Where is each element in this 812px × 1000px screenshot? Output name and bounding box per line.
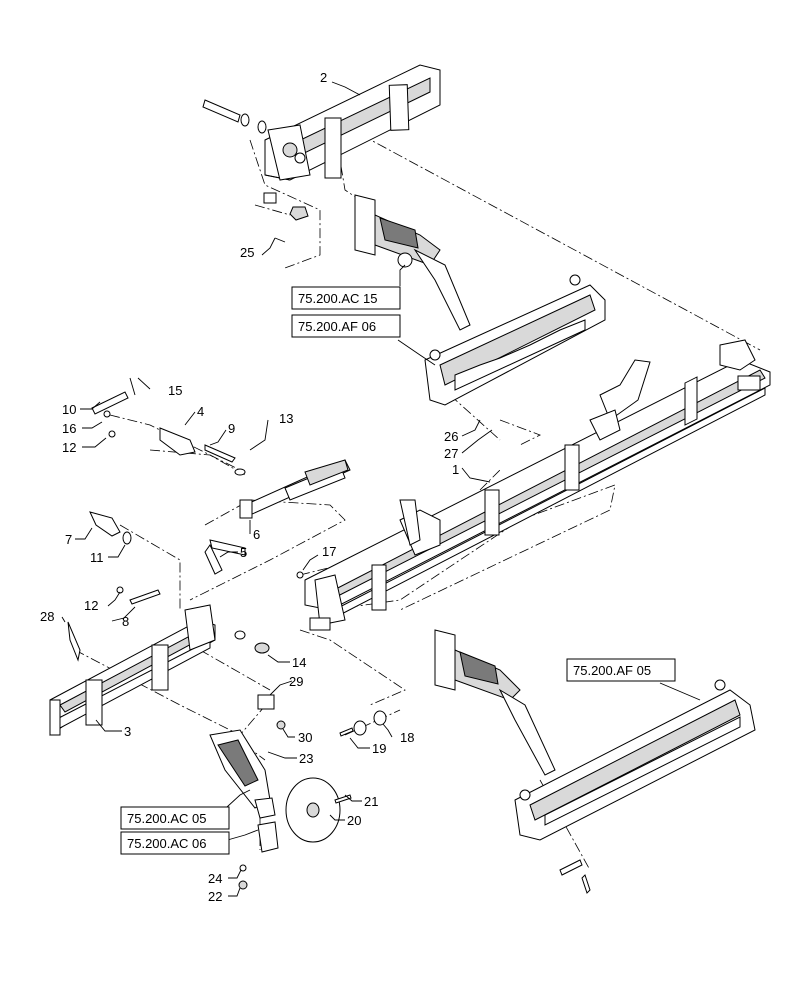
callout-10: 10 — [62, 402, 76, 417]
reference-box-af06[interactable]: 75.200.AF 06 — [291, 314, 401, 338]
callout-12-lower: 12 — [84, 598, 98, 613]
callout-9: 9 — [228, 421, 235, 436]
callout-22: 22 — [208, 889, 222, 904]
callout-29: 29 — [289, 674, 303, 689]
callout-23: 23 — [299, 751, 313, 766]
hydraulic-cylinder — [239, 459, 351, 519]
callout-5: 5 — [240, 545, 247, 560]
callout-14: 14 — [292, 655, 306, 670]
reference-label-af06: 75.200.AF 06 — [298, 319, 376, 334]
reference-label-ac15: 75.200.AC 15 — [298, 291, 378, 306]
reference-boxes: 75.200.AC 15 75.200.AF 06 75.200.AF 05 7… — [120, 286, 676, 855]
upper-left-hardware — [91, 377, 246, 476]
lower-arm-assembly — [434, 629, 556, 776]
callout-2: 2 — [320, 70, 327, 85]
callout-24: 24 — [208, 871, 222, 886]
callout-20: 20 — [347, 813, 361, 828]
upper-roller-basket — [424, 274, 606, 406]
main-toolbar-beam — [304, 339, 771, 631]
left-hardware — [67, 511, 304, 662]
callout-6: 6 — [253, 527, 260, 542]
top-mounting-bracket — [202, 64, 441, 243]
callout-1: 1 — [452, 462, 459, 477]
callout-numbers: 2 25 15 10 16 12 4 9 13 1 26 27 6 5 17 7… — [40, 70, 459, 904]
callout-12-upper: 12 — [62, 440, 76, 455]
reference-box-ac06[interactable]: 75.200.AC 06 — [120, 831, 230, 855]
callout-7: 7 — [65, 532, 72, 547]
reference-box-ac15[interactable]: 75.200.AC 15 — [291, 286, 401, 310]
callout-15: 15 — [168, 383, 182, 398]
reference-label-af05: 75.200.AF 05 — [573, 663, 651, 678]
callout-30: 30 — [298, 730, 312, 745]
upper-arm-assembly — [354, 194, 471, 331]
callout-19: 19 — [372, 741, 386, 756]
callout-27: 27 — [444, 446, 458, 461]
callout-18: 18 — [400, 730, 414, 745]
lower-left-arm-assembly — [209, 694, 387, 890]
callout-3: 3 — [124, 724, 131, 739]
callout-16: 16 — [62, 421, 76, 436]
reference-label-ac06: 75.200.AC 06 — [127, 836, 207, 851]
left-toolbar-beam — [49, 604, 216, 736]
lower-roller-basket — [514, 679, 756, 894]
callout-11: 11 — [90, 550, 104, 565]
callout-25: 25 — [240, 245, 254, 260]
reference-box-ac05[interactable]: 75.200.AC 05 — [120, 806, 230, 830]
reference-label-ac05: 75.200.AC 05 — [127, 811, 207, 826]
callout-4: 4 — [197, 404, 204, 419]
callout-26: 26 — [444, 429, 458, 444]
callout-28: 28 — [40, 609, 54, 624]
callout-8: 8 — [122, 614, 129, 629]
callout-17: 17 — [322, 544, 336, 559]
callout-13: 13 — [279, 411, 293, 426]
reference-box-af05[interactable]: 75.200.AF 05 — [566, 658, 676, 682]
callout-21: 21 — [364, 794, 378, 809]
